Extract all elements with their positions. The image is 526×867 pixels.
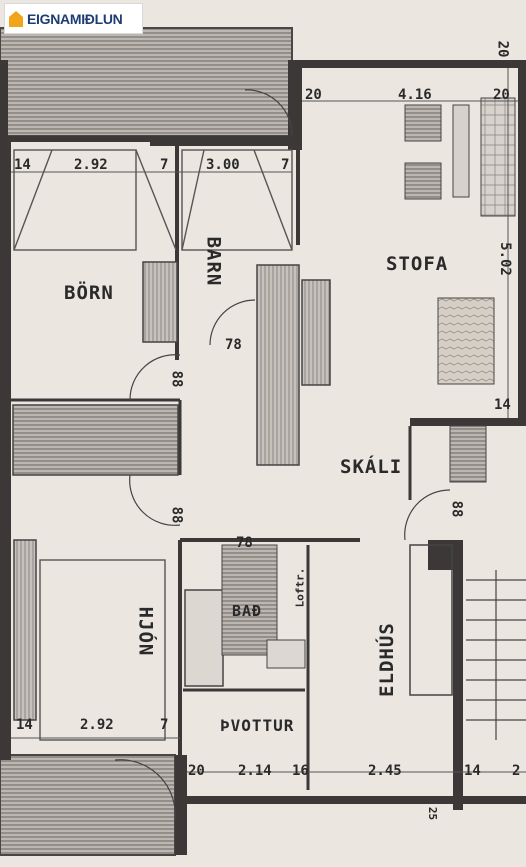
dim-label: 78 bbox=[225, 337, 242, 353]
room-label-bad: BAÐ bbox=[232, 602, 263, 620]
dim-label: 14 bbox=[494, 397, 511, 413]
dim-label: 16 bbox=[292, 763, 309, 779]
brand-logo: EIGNAMIÐLUN bbox=[4, 3, 143, 34]
dim-label: 4.16 bbox=[398, 87, 432, 103]
dim-label: 25 bbox=[426, 806, 440, 821]
beds bbox=[13, 149, 293, 741]
dim-label: 88 bbox=[168, 370, 185, 388]
room-label-hjon: HJÓN bbox=[134, 606, 157, 657]
armchair-1 bbox=[404, 104, 442, 142]
dim-label: 14 bbox=[14, 157, 31, 173]
room-label-barn: BARN bbox=[202, 236, 225, 287]
dim-label: 14 bbox=[16, 717, 33, 733]
dim-label: 20 bbox=[494, 40, 511, 58]
dim-label: 20 bbox=[188, 763, 205, 779]
wardrobe-hall-2 bbox=[301, 279, 331, 386]
room-label-thvottur: ÞVOTTUR bbox=[220, 716, 295, 735]
dim-label: 3.00 bbox=[206, 157, 240, 173]
walls bbox=[0, 60, 526, 855]
wardrobe-barn bbox=[142, 261, 178, 343]
room-label-eldhus: ELDHÚS bbox=[375, 622, 398, 697]
house-logo-icon bbox=[9, 10, 23, 27]
dim-label: 20 bbox=[305, 87, 322, 103]
dining-table bbox=[437, 297, 495, 385]
dim-label: 2.92 bbox=[74, 157, 108, 173]
door-swings bbox=[114, 89, 451, 821]
staircase bbox=[466, 570, 526, 740]
balcony-top bbox=[0, 27, 293, 137]
vent-label: Loftr. bbox=[293, 567, 307, 608]
wardrobe-born bbox=[12, 404, 179, 476]
dim-label: 20 bbox=[493, 87, 510, 103]
kitchen-counter bbox=[409, 544, 453, 696]
dim-label: 2.45 bbox=[368, 763, 402, 779]
dim-label: 14 bbox=[464, 763, 481, 779]
room-label-stofa: STOFA bbox=[386, 253, 449, 275]
shelving bbox=[480, 97, 516, 217]
dim-label: 7 bbox=[281, 157, 290, 173]
wardrobe-hall-1 bbox=[256, 264, 300, 466]
dim-label: 2.92 bbox=[80, 717, 114, 733]
dim-label: 78 bbox=[236, 535, 253, 551]
brand-name: EIGNAMIÐLUN bbox=[27, 10, 123, 27]
dim-label: 7 bbox=[160, 717, 169, 733]
bathtub bbox=[184, 589, 224, 687]
room-label-born: BÖRN bbox=[64, 282, 114, 304]
shower-area bbox=[221, 544, 278, 656]
dim-label: 88 bbox=[448, 500, 465, 518]
dim-label: 88 bbox=[168, 506, 185, 524]
dim-label: 2.14 bbox=[238, 763, 272, 779]
room-label-skali: SKÁLI bbox=[340, 456, 403, 478]
coffee-table bbox=[452, 104, 470, 198]
wardrobe-hjon bbox=[13, 539, 37, 721]
dim-label: 2 bbox=[512, 763, 521, 779]
dim-label: 7 bbox=[160, 157, 169, 173]
armchair-2 bbox=[404, 162, 442, 200]
balcony-bottom bbox=[0, 754, 176, 856]
dim-label: 5.02 bbox=[496, 242, 513, 276]
sink bbox=[266, 639, 306, 669]
hall-cabinet bbox=[449, 425, 487, 483]
dimension-lines bbox=[11, 68, 526, 773]
